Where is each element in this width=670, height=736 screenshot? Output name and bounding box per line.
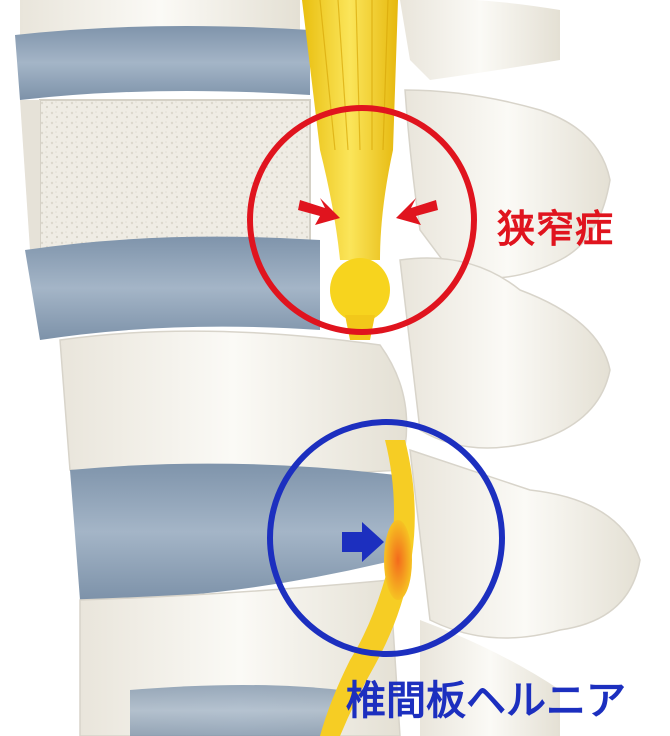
facet-joint-lower [410, 450, 640, 638]
compressed-cord [330, 258, 390, 322]
intervertebral-disc-lower [70, 464, 395, 600]
stenosis-label: 狭窄症 [497, 198, 614, 253]
hernia-label: 椎間板ヘルニア [346, 668, 626, 726]
vertebra-lower [60, 331, 407, 475]
herniation-compression-site [384, 520, 412, 600]
intervertebral-disc-upper [15, 26, 310, 100]
vertebra-cut-section [40, 100, 310, 250]
